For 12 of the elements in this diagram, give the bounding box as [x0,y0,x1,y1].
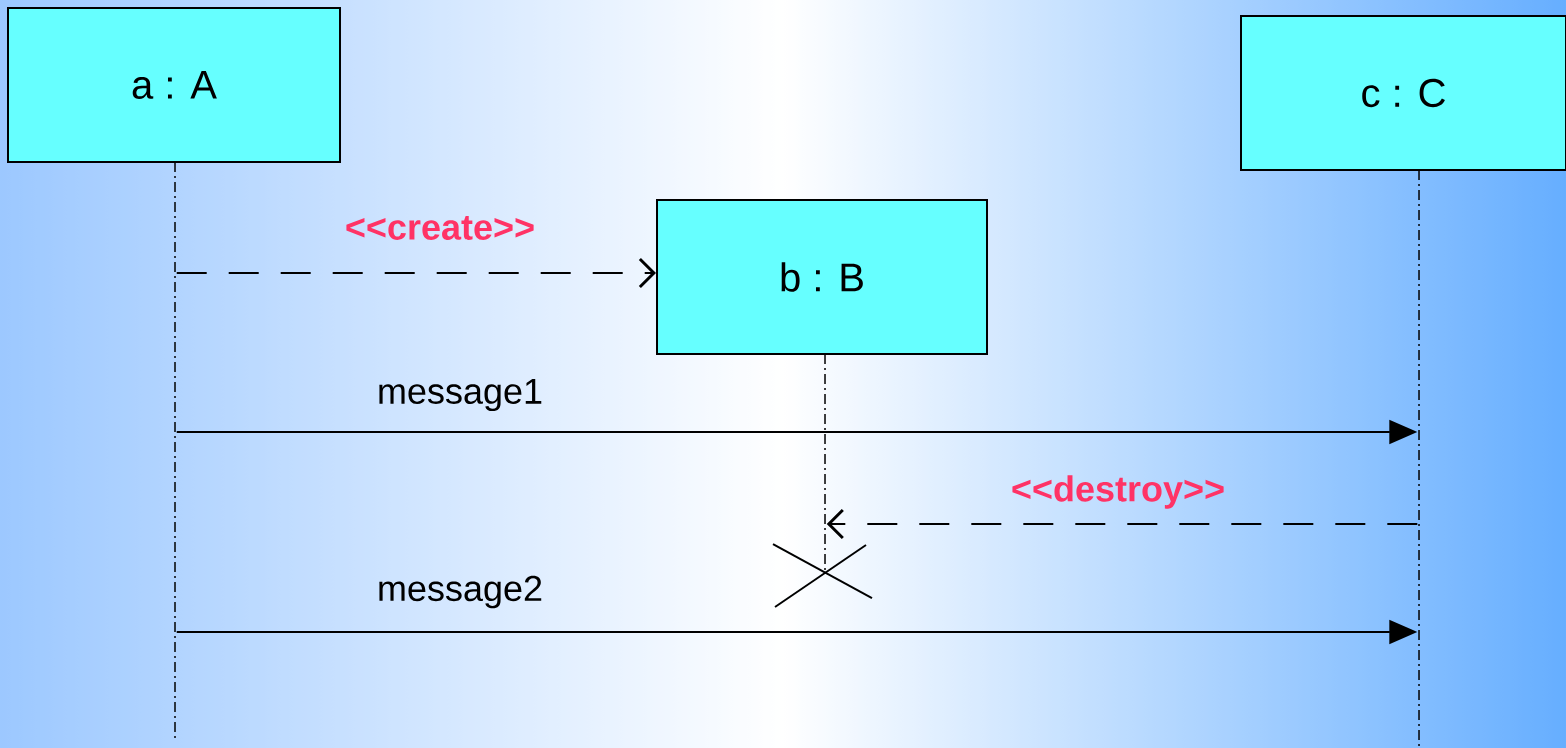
object-box: c : C [1240,15,1566,171]
lifeline [824,354,826,572]
edge-label: message1 [379,378,542,412]
message-arrow [175,257,656,289]
object-box: a : A [7,7,341,163]
edge-label: message2 [379,575,542,609]
lifeline [1418,170,1420,748]
edge-label: <<destroy>> [1012,475,1224,509]
object-box: b : B [656,199,988,355]
message-arrow [826,508,1419,540]
edge-label: <<create>> [346,216,534,240]
lifeline [174,162,176,740]
